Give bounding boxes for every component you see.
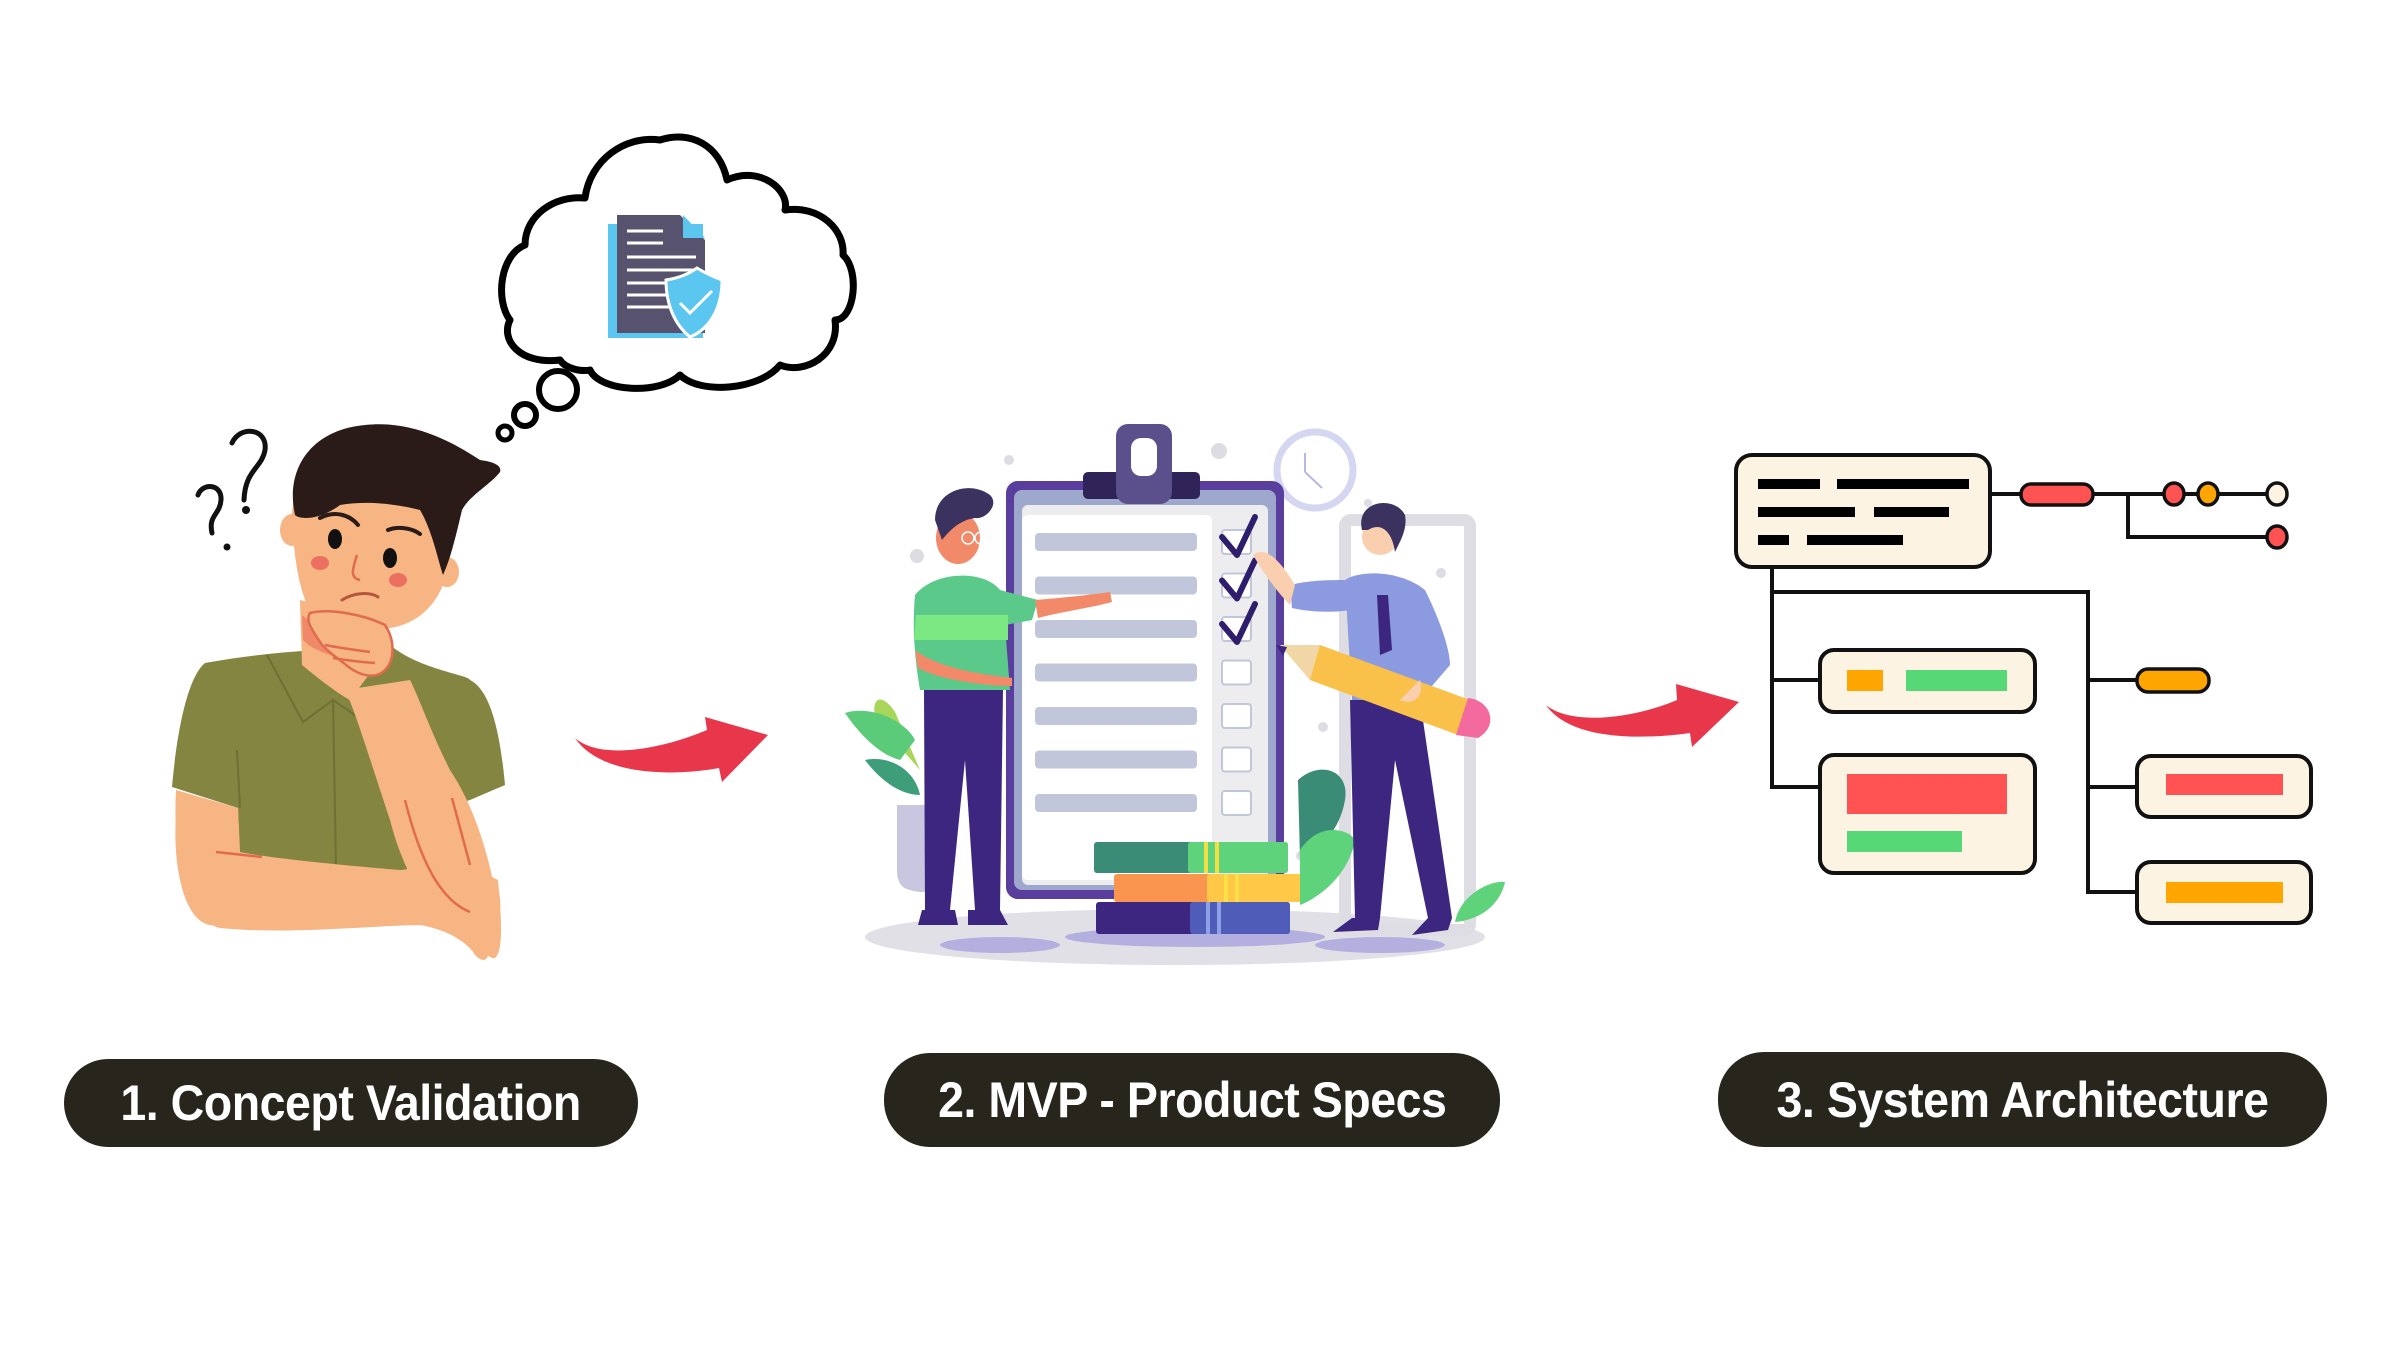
shield-icon <box>664 266 724 339</box>
checklist-line <box>1035 663 1197 682</box>
status-pill-red <box>2019 482 2095 507</box>
architecture-root-node <box>1734 453 1992 569</box>
checklist-line <box>1035 750 1197 769</box>
thought-bubble-dot-large <box>536 368 580 412</box>
checklist-checkbox <box>1221 659 1252 686</box>
step-2-label: 2. MVP - Product Specs <box>884 1053 1500 1147</box>
node-dot-cream <box>2265 481 2289 507</box>
secure-document-icon <box>608 215 724 339</box>
architecture-node-b <box>1818 753 2037 875</box>
architecture-node-c <box>2135 754 2313 819</box>
pencil-icon <box>1280 645 1470 735</box>
step-3-label: 3. System Architecture <box>1718 1052 2327 1147</box>
step-2-label-text: 2. MVP - Product Specs <box>937 1072 1447 1128</box>
step-1-label: 1. Concept Validation <box>64 1059 638 1147</box>
checkmark-icon <box>1219 557 1258 602</box>
checkmark-icon <box>1219 514 1258 558</box>
checklist-line <box>1035 707 1197 725</box>
checklist-line <box>1035 794 1197 812</box>
arrow-step1-to-step2 <box>575 717 768 782</box>
thought-bubble-dot-small <box>495 423 515 443</box>
clock-icon <box>1273 428 1357 512</box>
check-icon <box>678 289 714 316</box>
clipboard <box>1006 424 1284 899</box>
chin-hand <box>307 610 394 677</box>
architecture-node-a <box>1818 648 2037 714</box>
person-green-shirt <box>913 488 1112 925</box>
arrow-step2-to-step3 <box>1546 684 1739 747</box>
thinking-person <box>172 424 505 960</box>
checklist-line <box>1035 620 1197 638</box>
left-eye <box>328 529 342 549</box>
node-dot-orange <box>2196 481 2220 507</box>
checklist-line <box>1035 533 1197 551</box>
thought-bubble-dot-medium <box>511 401 539 429</box>
checklist-checkbox <box>1221 746 1252 773</box>
status-pill-orange <box>2135 667 2211 694</box>
checklist-checkbox <box>1221 703 1252 729</box>
person-with-pencil <box>1253 503 1491 935</box>
checklist-checkbox <box>1221 790 1252 816</box>
node-dot-red <box>2162 481 2186 507</box>
architecture-connectors <box>1770 492 2266 894</box>
step-3-label-text: 3. System Architecture <box>1776 1071 2269 1128</box>
right-eye <box>383 548 397 568</box>
node-dot-red-lower <box>2265 524 2289 550</box>
checklist-line <box>1035 576 1197 595</box>
leaves-right <box>1298 769 1505 922</box>
book-stack <box>1094 842 1308 934</box>
checkmark-icon <box>1219 601 1258 645</box>
step-1-label-text: 1. Concept Validation <box>120 1075 582 1131</box>
question-marks-icon <box>195 428 268 536</box>
hair <box>292 424 501 575</box>
architecture-node-d <box>2135 860 2313 925</box>
